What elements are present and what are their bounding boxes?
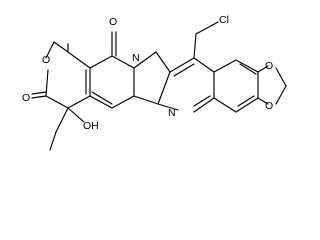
bond-lines [31,21,287,151]
lactone-ring-oxygen-label: O [42,54,50,66]
dioxole-oxygen-upper-label: O [265,60,273,72]
atom-labels: O O O N N OH Cl O O [22,14,273,132]
hydroxyl-label: OH [83,120,99,132]
dioxole-oxygen-lower-label: O [265,100,273,112]
pyrrole-nitrogen-label: N [132,52,140,64]
quinoline-nitrogen-label: N [168,107,176,119]
ketone-oxygen-label: O [109,16,117,28]
molecule-structure: O O O N N OH Cl O O [22,14,287,151]
lactone-carbonyl-oxygen-label: O [22,92,30,104]
chlorine-label: Cl [219,14,229,26]
